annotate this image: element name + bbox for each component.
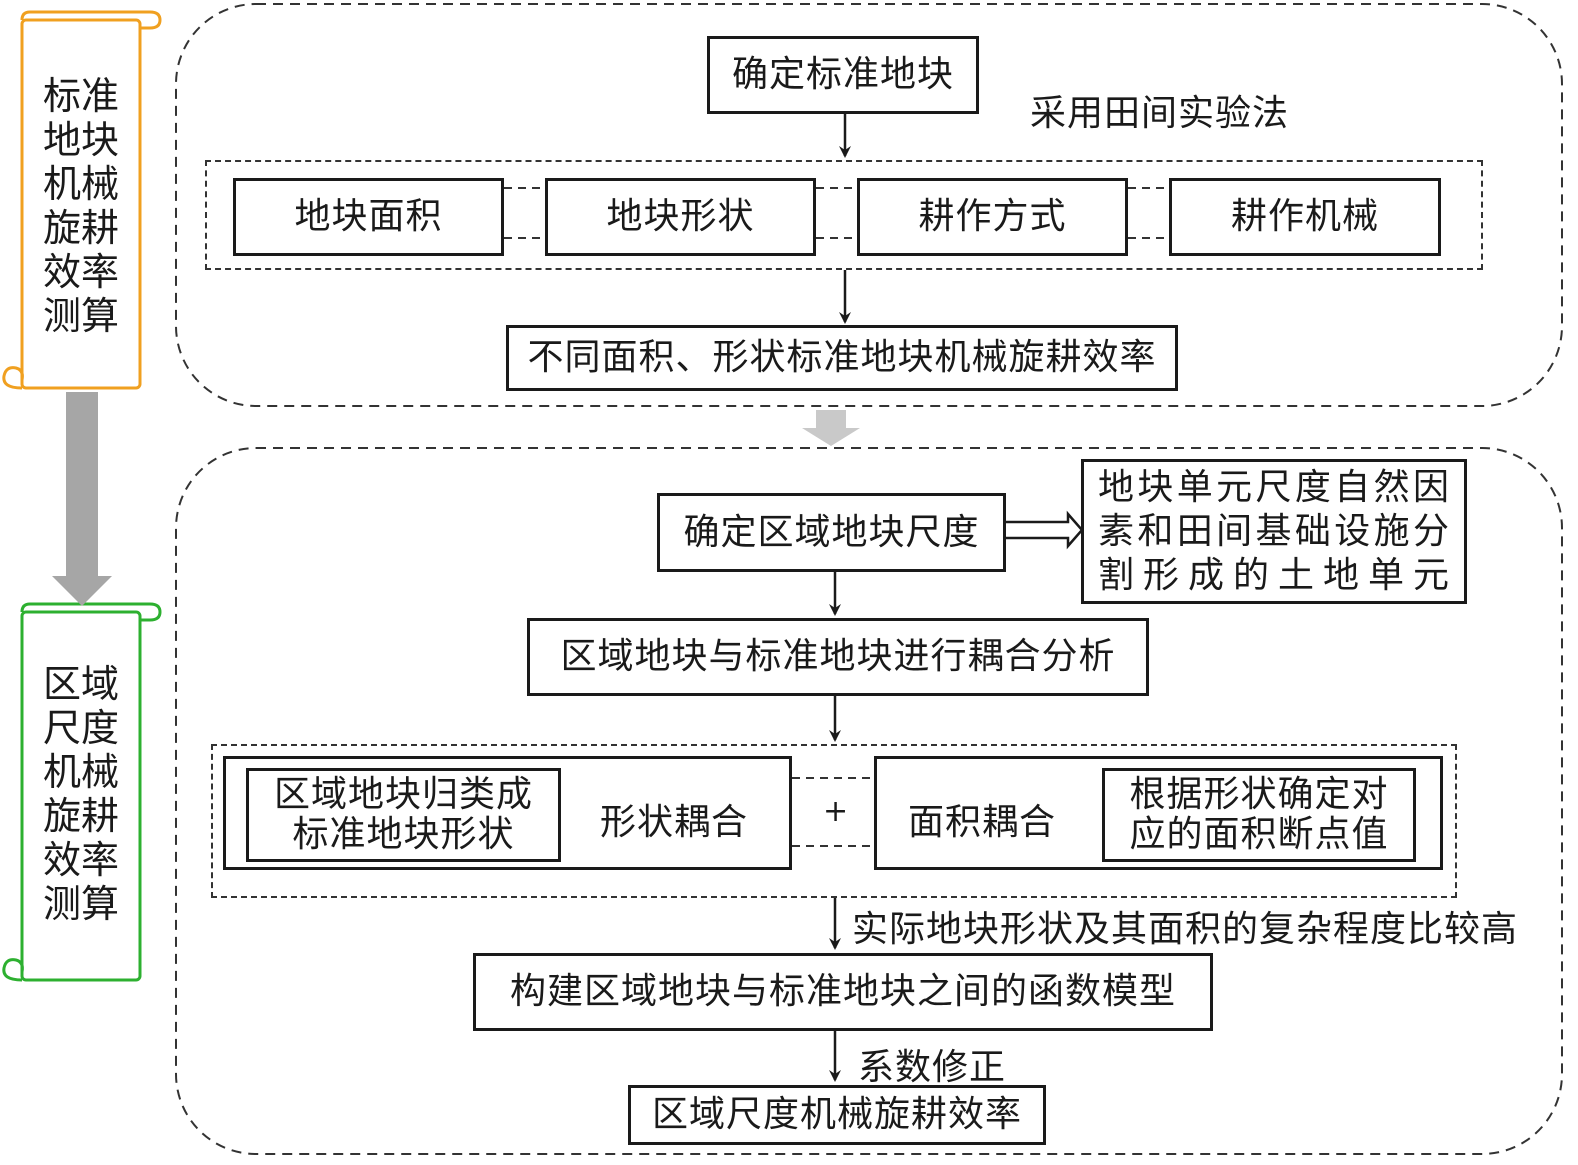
factor-machinery-box: 耕作机械 xyxy=(1169,178,1441,256)
function-model-box: 构建区域地块与标准地块之间的函数模型 xyxy=(473,953,1213,1031)
stage1-scroll-shape xyxy=(2,10,162,390)
factor-shape-box: 地块形状 xyxy=(545,178,816,256)
standard-plot-efficiency-box: 不同面积、形状标准地块机械旋耕效率 xyxy=(506,325,1178,391)
factor-area-box: 地块面积 xyxy=(233,178,504,256)
stage1-title: 标准地块机械旋耕效率测算 xyxy=(42,74,119,338)
plus-sign: + xyxy=(823,794,850,829)
stage2-title: 区域尺度机械旋耕效率测算 xyxy=(42,662,119,926)
definition-double-arrow xyxy=(1006,510,1084,550)
factor-tillage-method-box: 耕作方式 xyxy=(857,178,1128,256)
determine-regional-scale-box: 确定区域地块尺度 xyxy=(657,493,1006,572)
stage1-group-outline xyxy=(175,3,1563,407)
stage2-scroll-shape xyxy=(2,602,162,982)
area-breakpoint-box: 根据形状确定对应的面积断点值 xyxy=(1102,768,1416,862)
regional-efficiency-box: 区域尺度机械旋耕效率 xyxy=(628,1085,1046,1145)
stage-transition-arrow xyxy=(52,392,112,606)
determine-standard-plot-box: 确定标准地块 xyxy=(707,36,979,114)
method-note: 采用田间实验法 xyxy=(1030,93,1290,134)
classify-to-standard-shape-box: 区域地块归类成标准地块形状 xyxy=(246,768,561,862)
area-coupling-label: 面积耦合 xyxy=(908,802,1057,843)
coupling-analysis-box: 区域地块与标准地块进行耦合分析 xyxy=(527,618,1149,696)
complexity-note: 实际地块形状及其面积的复杂程度比较高 xyxy=(852,909,1519,950)
coupling-group-outline xyxy=(211,744,1457,898)
plot-unit-definition-box: 地块单元尺度自然因素和田间基础设施分割形成的土地单元 xyxy=(1081,459,1467,604)
coefficient-correction-note: 系数修正 xyxy=(858,1047,1007,1088)
shape-coupling-label: 形状耦合 xyxy=(600,802,749,843)
stage2-group-outline xyxy=(175,447,1563,1155)
factor-group-outline xyxy=(205,160,1483,270)
group-transition-arrow xyxy=(802,410,860,446)
